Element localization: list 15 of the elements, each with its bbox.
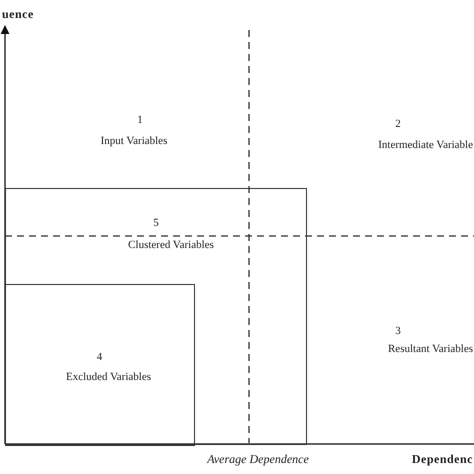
region-label: Excluded Variables bbox=[66, 370, 152, 384]
region-number: 3 bbox=[395, 325, 401, 338]
axis-annotation: Average Dependence bbox=[207, 453, 309, 466]
region-label: Resultant Variables bbox=[388, 343, 473, 356]
region-number: 5 bbox=[153, 217, 159, 230]
region-number: 2 bbox=[395, 118, 401, 131]
variable-region-box bbox=[5, 188, 307, 445]
region-number: 1 bbox=[137, 114, 143, 127]
axis-title: uence bbox=[2, 8, 34, 21]
variable-region-box bbox=[4, 284, 194, 446]
region-label: Intermediate Variable bbox=[378, 139, 473, 152]
axis-title: Dependenc bbox=[412, 453, 473, 466]
region-label: Clustered Variables bbox=[128, 239, 214, 252]
region-number: 4 bbox=[96, 350, 102, 364]
region-label: Input Variables bbox=[100, 135, 168, 148]
